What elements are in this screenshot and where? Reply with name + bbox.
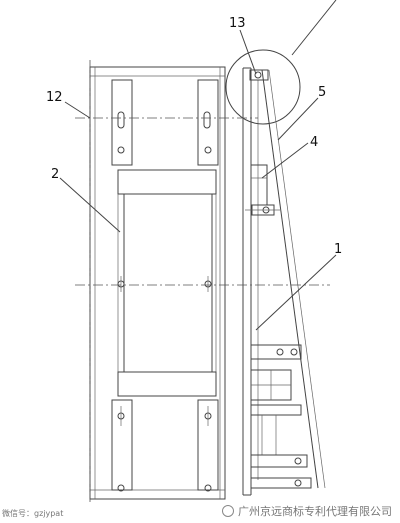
label-2: 2 — [51, 167, 59, 182]
leader-top-right — [291, 0, 337, 56]
front-left-post-top — [111, 79, 133, 166]
front-right-post-top — [197, 79, 219, 166]
company-logo-icon — [222, 505, 234, 517]
front-left-post-bottom — [111, 399, 133, 491]
lower-crossbeam — [117, 371, 217, 397]
bracket-upper — [245, 204, 280, 216]
leader-2 — [59, 177, 121, 233]
bracket-top — [249, 69, 269, 81]
upper-box — [250, 164, 268, 206]
inclined-panel — [261, 69, 319, 489]
bracket-bottom — [250, 454, 312, 489]
watermark-company-text: 广州京远商标专利代理有限公司 — [238, 505, 392, 518]
label-13: 13 — [229, 16, 246, 31]
leader-12 — [64, 101, 91, 119]
leader-1 — [255, 254, 337, 331]
front-view — [89, 66, 226, 500]
leader-13 — [239, 29, 257, 75]
leader-5 — [277, 97, 319, 141]
side-view — [225, 49, 326, 496]
label-1: 1 — [334, 242, 342, 257]
detail-circle — [225, 49, 301, 125]
bracket-mid — [250, 344, 302, 360]
label-12: 12 — [46, 90, 63, 105]
front-right-post-bottom — [197, 399, 219, 491]
leader-4 — [261, 142, 309, 179]
watermark-company: 广州京远商标专利代理有限公司 — [222, 503, 392, 519]
bracket-low — [250, 404, 302, 455]
upper-crossbeam — [117, 169, 217, 195]
inner-panel — [123, 193, 213, 373]
label-5: 5 — [318, 85, 326, 100]
watermark-left: 微信号：gzjypat — [2, 509, 64, 518]
label-4: 4 — [310, 135, 318, 150]
